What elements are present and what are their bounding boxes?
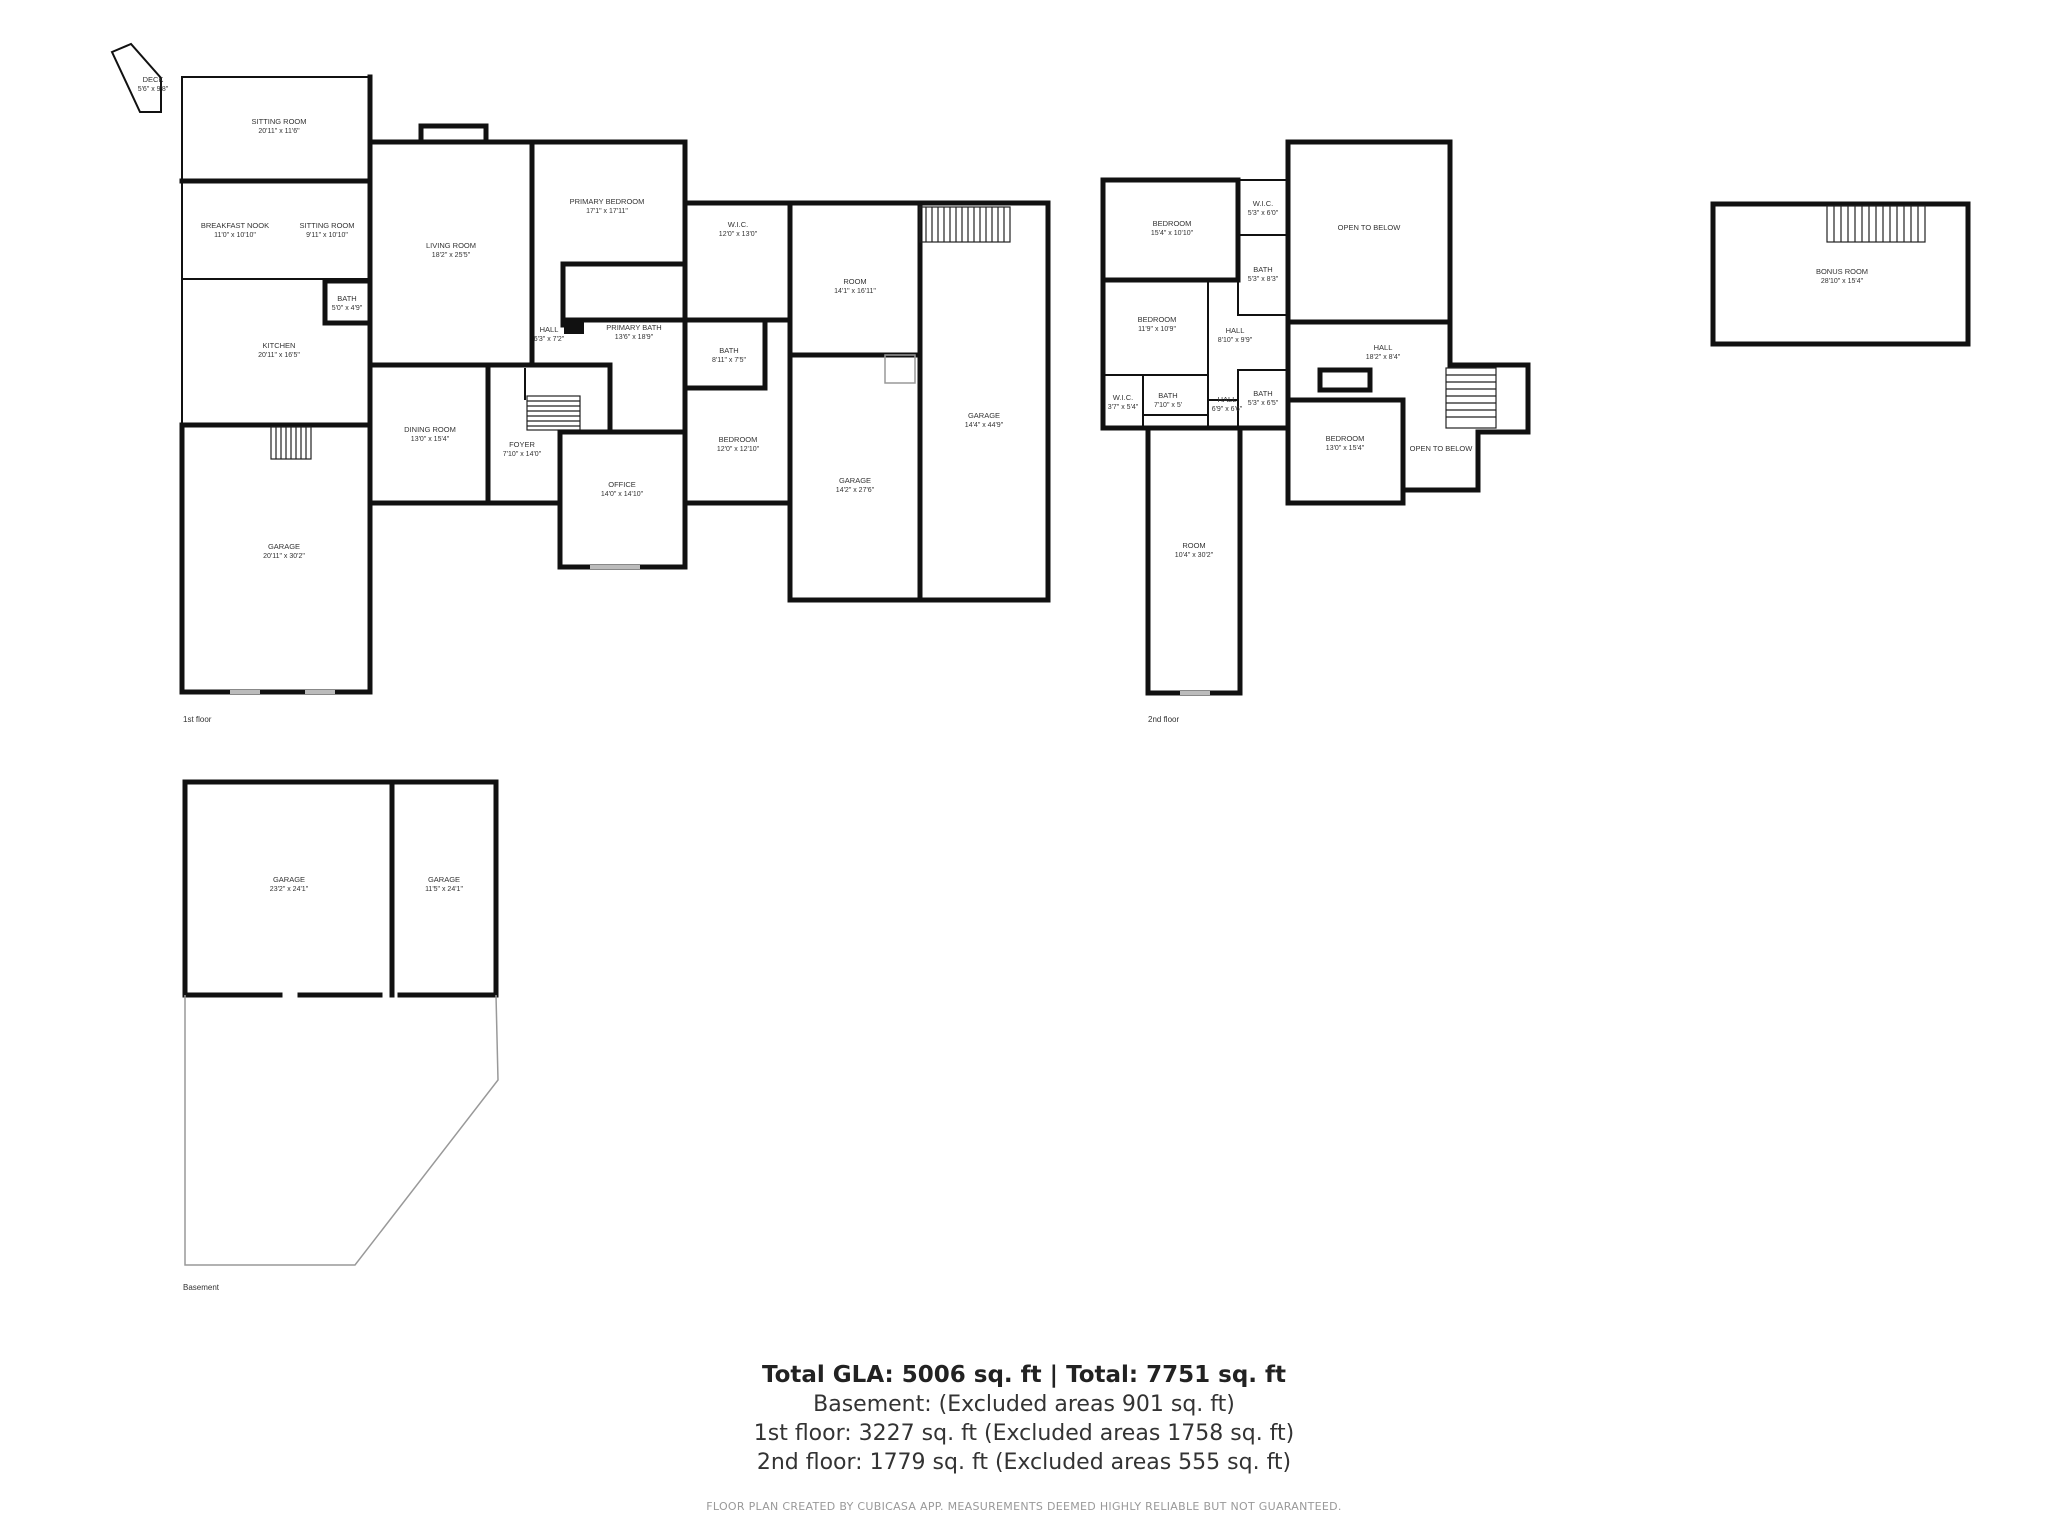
primary-bath-label: PRIMARY BATH bbox=[606, 323, 661, 332]
dining-room-label: DINING ROOM bbox=[404, 425, 456, 434]
hall-1-label: HALL bbox=[540, 325, 559, 334]
primary-bedroom-label: PRIMARY BEDROOM bbox=[570, 197, 645, 206]
basement-floor bbox=[182, 779, 499, 1266]
hall-1-dim: 6'3" x 7'2" bbox=[534, 336, 565, 343]
basement-label: Basement bbox=[183, 1283, 220, 1292]
garage-b1-label: GARAGE bbox=[273, 875, 305, 884]
hall-2c-label: HALL bbox=[1218, 395, 1237, 404]
bedroom-2b-dim: 11'9" x 10'9" bbox=[1138, 326, 1176, 333]
hall-2c-dim: 6'9" x 6'6" bbox=[1212, 406, 1243, 413]
garage-b2-label: GARAGE bbox=[428, 875, 460, 884]
bath-1-label: BATH bbox=[719, 346, 738, 355]
second-floor-label: 2nd floor bbox=[1148, 715, 1179, 724]
bath-small-outline bbox=[322, 278, 373, 326]
basement-excluded-area bbox=[184, 994, 499, 1266]
garage-b1-dim: 23'2" x 24'1" bbox=[270, 886, 309, 893]
bonus-room-floor bbox=[1710, 201, 1971, 347]
bath-2b-label: BATH bbox=[1158, 391, 1177, 400]
sitting-room-1-label: SITTING ROOM bbox=[252, 117, 307, 126]
foyer-dim: 7'10" x 14'0" bbox=[503, 451, 542, 458]
wic-2-label: W.I.C. bbox=[1253, 199, 1273, 208]
basement-area: Basement: (Excluded areas 901 sq. ft) bbox=[813, 1392, 1235, 1417]
disclaimer: FLOOR PLAN CREATED BY CUBICASA APP. MEAS… bbox=[706, 1500, 1342, 1513]
breakfast-nook-label: BREAKFAST NOOK bbox=[201, 221, 269, 230]
first-floor-label: 1st floor bbox=[183, 715, 212, 724]
sitting-room-1-dim: 20'11" x 11'6" bbox=[258, 128, 300, 135]
room-1-dim: 14'1" x 16'11" bbox=[834, 288, 876, 295]
sitting-room-2-dim: 9'11" x 10'10" bbox=[306, 232, 348, 239]
bedroom-1-dim: 12'0" x 12'10" bbox=[717, 446, 760, 453]
foyer-label: FOYER bbox=[509, 440, 535, 449]
bedroom-2b-label: BEDROOM bbox=[1138, 315, 1177, 324]
garage-west-label: GARAGE bbox=[268, 542, 300, 551]
second-floor bbox=[1100, 139, 1531, 696]
room-2-outline bbox=[1145, 425, 1243, 696]
deck-dim: 5'6" x 9'8" bbox=[138, 86, 169, 93]
bedroom-1-label: BEDROOM bbox=[719, 435, 758, 444]
bedroom-2c-dim: 13'0" x 15'4" bbox=[1326, 445, 1365, 452]
bedroom-2a-dim: 15'4" x 10'10" bbox=[1151, 230, 1194, 237]
open-to-below-1-outline bbox=[1285, 139, 1453, 325]
bedroom-2a-label: BEDROOM bbox=[1153, 219, 1192, 228]
hall-2a-label: HALL bbox=[1226, 326, 1245, 335]
bath-2c-label: BATH bbox=[1253, 389, 1272, 398]
open-to-below-1-label: OPEN TO BELOW bbox=[1338, 223, 1402, 232]
office-outline bbox=[557, 429, 688, 570]
wic-3-label: W.I.C. bbox=[1113, 393, 1133, 402]
area-summary: Total GLA: 5006 sq. ft | Total: 7751 sq.… bbox=[0, 1360, 2048, 1477]
hall-2a-dim: 8'10" x 9'9" bbox=[1218, 337, 1253, 344]
hall-2b-dim: 18'2" x 8'4" bbox=[1366, 354, 1401, 361]
office-dim: 14'0" x 14'10" bbox=[601, 491, 644, 498]
bath-small-label: BATH bbox=[337, 294, 356, 303]
sitting-room-2-label: SITTING ROOM bbox=[300, 221, 355, 230]
garage-east-dim: 14'4" x 44'9" bbox=[965, 422, 1004, 429]
wic-2-dim: 5'3" x 6'0" bbox=[1248, 210, 1279, 217]
first-floor bbox=[110, 42, 1051, 695]
kitchen-label: KITCHEN bbox=[263, 341, 296, 350]
wic-1-dim: 12'0" x 13'0" bbox=[719, 231, 758, 238]
first-floor-area: 1st floor: 3227 sq. ft (Excluded areas 1… bbox=[753, 1421, 1295, 1446]
bonus-room-outline bbox=[1710, 201, 1971, 347]
wic-1-label: W.I.C. bbox=[728, 220, 748, 229]
room-labels: DECK 5'6" x 9'8" SITTING ROOM 20'11" x 1… bbox=[138, 75, 1868, 893]
dining-room-outline bbox=[367, 362, 491, 506]
bath-2b-dim: 7'10" x 5' bbox=[1154, 402, 1182, 409]
kitchen-dim: 20'11" x 16'5" bbox=[258, 352, 300, 359]
bath-2a-dim: 5'3" x 8'3" bbox=[1248, 276, 1279, 283]
open-to-below-2-label: OPEN TO BELOW bbox=[1410, 444, 1474, 453]
room-2-label: ROOM bbox=[1182, 541, 1205, 550]
wic-3-dim: 3'7" x 5'4" bbox=[1108, 404, 1139, 411]
room-2-dim: 10'4" x 30'2" bbox=[1175, 552, 1214, 559]
room-1-label: ROOM bbox=[843, 277, 866, 286]
bath-1-dim: 8'11" x 7'5" bbox=[712, 357, 746, 364]
bath-2c-dim: 5'3" x 6'5" bbox=[1248, 400, 1279, 407]
garage-mid-label: GARAGE bbox=[839, 476, 871, 485]
bath-small-dim: 5'0" x 4'9" bbox=[332, 305, 363, 312]
primary-bedroom-dim: 17'1" x 17'11" bbox=[586, 208, 628, 215]
deck-label: DECK bbox=[143, 75, 164, 84]
second-floor-area: 2nd floor: 1779 sq. ft (Excluded areas 5… bbox=[756, 1450, 1292, 1475]
dining-room-dim: 13'0" x 15'4" bbox=[411, 436, 450, 443]
bedroom-2c-label: BEDROOM bbox=[1326, 434, 1365, 443]
breakfast-nook-dim: 11'0" x 10'10" bbox=[214, 232, 256, 239]
bonus-room-dim: 28'10" x 15'4" bbox=[1821, 278, 1864, 285]
total-area: Total GLA: 5006 sq. ft | Total: 7751 sq.… bbox=[761, 1362, 1287, 1388]
garage-mid-dim: 14'2" x 27'6" bbox=[836, 487, 875, 494]
office-label: OFFICE bbox=[608, 480, 636, 489]
deck-outline bbox=[110, 42, 162, 113]
garage-west-dim: 20'11" x 30'2" bbox=[263, 553, 305, 560]
bonus-room-label: BONUS ROOM bbox=[1816, 267, 1868, 276]
garage-east-label: GARAGE bbox=[968, 411, 1000, 420]
garage-b2-dim: 11'5" x 24'1" bbox=[425, 886, 463, 893]
living-room-label: LIVING ROOM bbox=[426, 241, 476, 250]
primary-bath-dim: 13'6" x 18'9" bbox=[615, 334, 654, 341]
bath-2a-label: BATH bbox=[1253, 265, 1272, 274]
living-room-dim: 18'2" x 25'5" bbox=[432, 252, 471, 259]
hall-2b-label: HALL bbox=[1374, 343, 1393, 352]
